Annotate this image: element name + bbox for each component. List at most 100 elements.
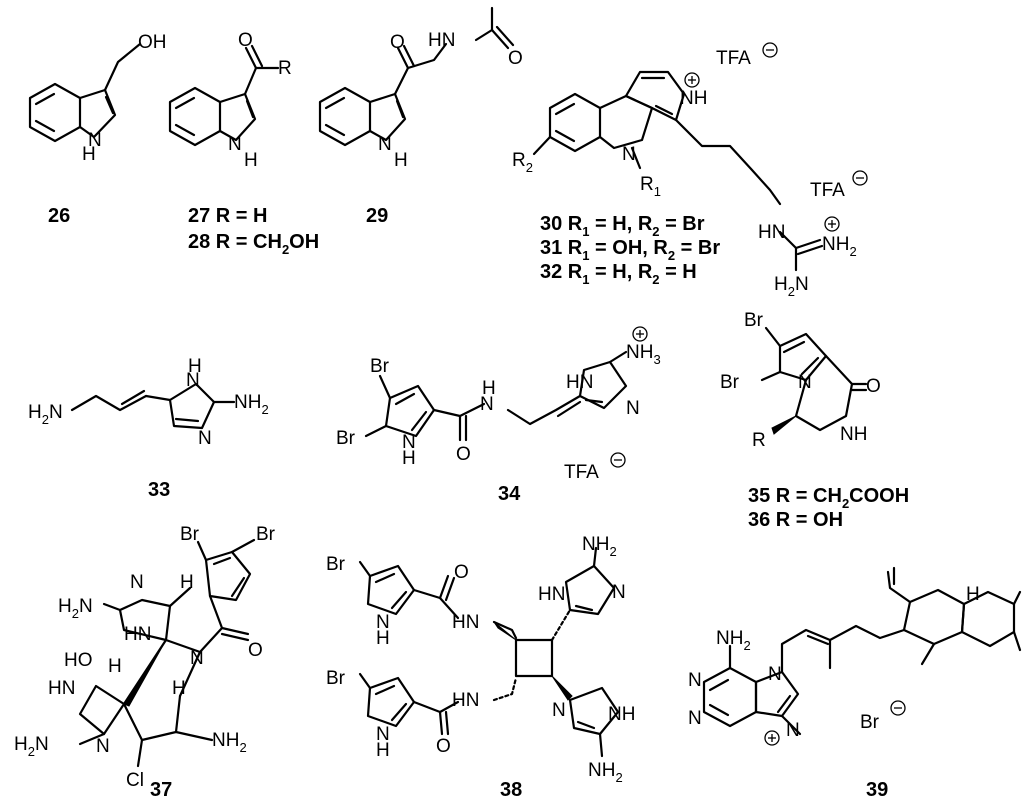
br-label: Br bbox=[370, 356, 390, 377]
double-bond bbox=[390, 702, 408, 722]
amino-bond-2 bbox=[598, 732, 604, 758]
tfa-label: TFA bbox=[716, 48, 751, 69]
r1-bond bbox=[630, 146, 642, 170]
structure-27-28: O R N H 27 R = H 28 R = CH2OH bbox=[168, 30, 319, 257]
structure-30-32: R2 N R1 NH TFA TFA HN NH2 H2N 30 R1 = H,… bbox=[512, 42, 868, 299]
amide-nh-label: HN bbox=[428, 30, 455, 51]
r2-bond bbox=[532, 135, 552, 156]
double-bond bbox=[708, 678, 730, 692]
bromopyrrole-ring-bottom bbox=[366, 676, 416, 728]
compound-number-33: 33 bbox=[148, 479, 170, 501]
imine-n-label: N bbox=[130, 572, 144, 593]
amide-h-label: H bbox=[482, 378, 496, 399]
chain bbox=[828, 624, 906, 642]
imidazoline-hn-label: HN bbox=[124, 624, 151, 645]
nh3-label: NH3 bbox=[626, 342, 661, 367]
double-bond bbox=[104, 95, 115, 115]
aromatic-bond bbox=[324, 96, 346, 110]
oxygen-label-2: O bbox=[508, 48, 523, 69]
carbonyl-o-label: O bbox=[866, 376, 881, 397]
br-label-2: Br bbox=[256, 524, 276, 545]
imidazole-n-label-2: N bbox=[552, 700, 566, 721]
benzene-ring bbox=[168, 86, 222, 147]
amide-n-label: N bbox=[480, 394, 494, 415]
imidazole-hn-label: HN bbox=[538, 584, 565, 605]
imidazole-nh-label-2: NH bbox=[608, 704, 635, 725]
double-bond bbox=[374, 684, 396, 696]
n-label-1: N bbox=[688, 670, 702, 691]
aromatic-bond bbox=[324, 123, 346, 137]
nh2-label-2: NH2 bbox=[588, 760, 623, 785]
structure-26: OH H N 26 bbox=[28, 32, 167, 227]
aromatic-bond bbox=[554, 102, 576, 116]
br-label: Br bbox=[326, 554, 346, 575]
carbonyl-bond bbox=[250, 44, 264, 68]
amino-bond bbox=[102, 602, 122, 612]
carbonyl-chain bbox=[243, 66, 280, 96]
double-bond bbox=[806, 634, 830, 646]
compound-number-31: 31 R1 = OH, R2 = Br bbox=[540, 237, 720, 263]
structure-29: O HN O N H 29 bbox=[318, 6, 523, 227]
bromopyrrole-ring-top bbox=[366, 564, 416, 616]
aromatic-bond bbox=[174, 96, 196, 110]
imidazole-n-label: N bbox=[612, 582, 626, 603]
wedge-top bbox=[493, 621, 517, 641]
benzene-ring bbox=[548, 92, 602, 153]
pyrazinone-ring bbox=[794, 354, 854, 432]
compound-number-35: 35 R = CH2COOH bbox=[748, 485, 909, 511]
imidazolium-ring bbox=[754, 670, 800, 718]
compound-number-28: 28 R = CH2OH bbox=[188, 231, 319, 257]
guanidine-bond bbox=[778, 230, 798, 250]
br-label-2: Br bbox=[336, 428, 356, 449]
cyclobutane-ring bbox=[514, 638, 554, 678]
double-bond bbox=[374, 572, 396, 584]
linker-top bbox=[492, 620, 518, 640]
br-bond bbox=[760, 370, 782, 382]
br-label: Br bbox=[744, 310, 764, 331]
compound-number-39: 39 bbox=[866, 779, 888, 801]
double-bond bbox=[410, 410, 428, 432]
nh2-label: NH2 bbox=[716, 628, 751, 653]
aromatic-bond bbox=[34, 92, 56, 106]
imidazole-hn-label: HN bbox=[566, 372, 593, 393]
h2n-label-2: H2N bbox=[14, 734, 49, 759]
stereo-h-label: H bbox=[966, 584, 980, 605]
pyrrole-n-label: N bbox=[402, 432, 416, 453]
gem-methyl-2 bbox=[1012, 590, 1022, 606]
imidazole-n2-label: N bbox=[198, 428, 212, 449]
pyrrole-ring bbox=[218, 92, 257, 142]
spiro-n-label: N bbox=[96, 736, 110, 757]
hashed-bottom bbox=[492, 676, 518, 702]
imidazole-ring bbox=[168, 382, 216, 430]
carbonyl-top bbox=[438, 574, 450, 600]
glycyl-chain bbox=[393, 42, 448, 96]
double-bond bbox=[708, 703, 730, 717]
nh-label: H bbox=[394, 150, 408, 171]
pyridinium-nh-label: NH bbox=[680, 88, 707, 109]
nh-label: H bbox=[244, 150, 258, 171]
amide-chain bbox=[432, 402, 486, 418]
br-bond bbox=[358, 560, 372, 578]
carbonyl-top bbox=[444, 576, 456, 602]
structure-35-36: Br Br N O NH R 35 R = CH2COOH 36 R = OH bbox=[720, 310, 909, 531]
br-bond bbox=[764, 326, 782, 348]
stereo-wedge bbox=[771, 415, 797, 435]
br-label-2: Br bbox=[326, 668, 346, 689]
guanidine-bond bbox=[794, 238, 822, 250]
carbonyl-bond bbox=[244, 46, 258, 70]
spiro-imidazoline bbox=[78, 684, 126, 736]
n-label-4: N bbox=[786, 720, 800, 741]
carbonyl-bond bbox=[402, 44, 416, 68]
double-bond bbox=[212, 556, 232, 566]
h2n-label: H2N bbox=[28, 402, 63, 427]
amino-bond-2 bbox=[78, 732, 106, 746]
imidazole-n-label: N bbox=[186, 370, 200, 391]
pyrazinone-n-label: N bbox=[190, 648, 204, 669]
double-bond bbox=[174, 417, 200, 423]
n-label: N bbox=[228, 134, 242, 155]
structure-37: Br Br N H H2N HN N O HO H H HN N H2N NH2… bbox=[14, 524, 276, 801]
spiro-hn-label: HN bbox=[48, 678, 75, 699]
br-label: Br bbox=[180, 524, 200, 545]
pyrrole-h-label: H bbox=[402, 448, 416, 469]
